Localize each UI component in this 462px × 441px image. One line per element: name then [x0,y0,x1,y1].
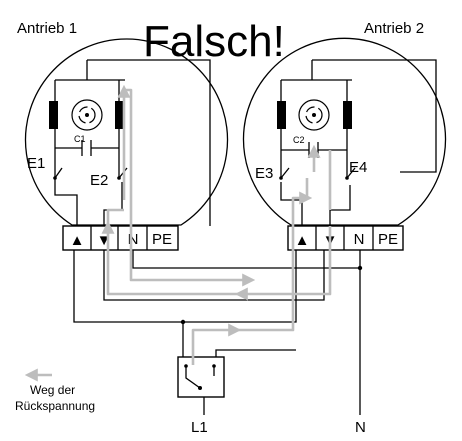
drive-1-limit-e2: E2 [90,172,108,189]
drive-1-terminal-pe: PE [152,231,172,248]
drive-2-winding-right [343,101,352,129]
drive-2-terminal-block [287,225,404,251]
legend-line-1: Weg der [30,383,75,397]
drive-2-housing [242,37,447,226]
drive-2: ▲ ▼ N PE C2 E3 E4 Antrieb 2 [242,20,447,251]
drive-2-capacitor-label: C2 [293,135,305,145]
drive-1-terminal-block [62,225,179,251]
supply-l1-label: L1 [191,419,208,436]
drive-1-winding-left [49,101,58,129]
drive-2-winding-left [277,101,286,129]
drive-1-terminal-up: ▲ [70,232,85,249]
back-voltage-path [101,84,332,365]
drive-2-terminal-up: ▲ [295,232,310,249]
drive-1-housing [24,38,229,226]
drive-2-motor-icon [298,99,330,131]
drive-2-terminal-n: N [354,231,365,248]
drive-2-label: Antrieb 2 [364,20,424,37]
drive-2-terminal-pe: PE [378,231,398,248]
supply-n-label: N [355,419,366,436]
drive-1-limit-e1: E1 [27,155,45,172]
legend-line-2: Rückspannung [15,399,95,413]
drive-1: ▲ ▼ N PE C1 E1 E2 Antrieb 1 [17,20,229,251]
drive-2-limit-e3: E3 [255,165,273,182]
diagram-title: Falsch! [143,17,285,66]
rocker-switch [177,356,225,398]
drive-1-terminal-n: N [128,231,139,248]
drive-1-winding-right [115,101,124,129]
drive-1-label: Antrieb 1 [17,20,77,37]
drive-1-motor-icon [71,99,103,131]
legend: Weg der Rückspannung [15,368,95,413]
drive-1-capacitor-label: C1 [74,134,86,144]
drive-2-limit-e4: E4 [349,159,367,176]
